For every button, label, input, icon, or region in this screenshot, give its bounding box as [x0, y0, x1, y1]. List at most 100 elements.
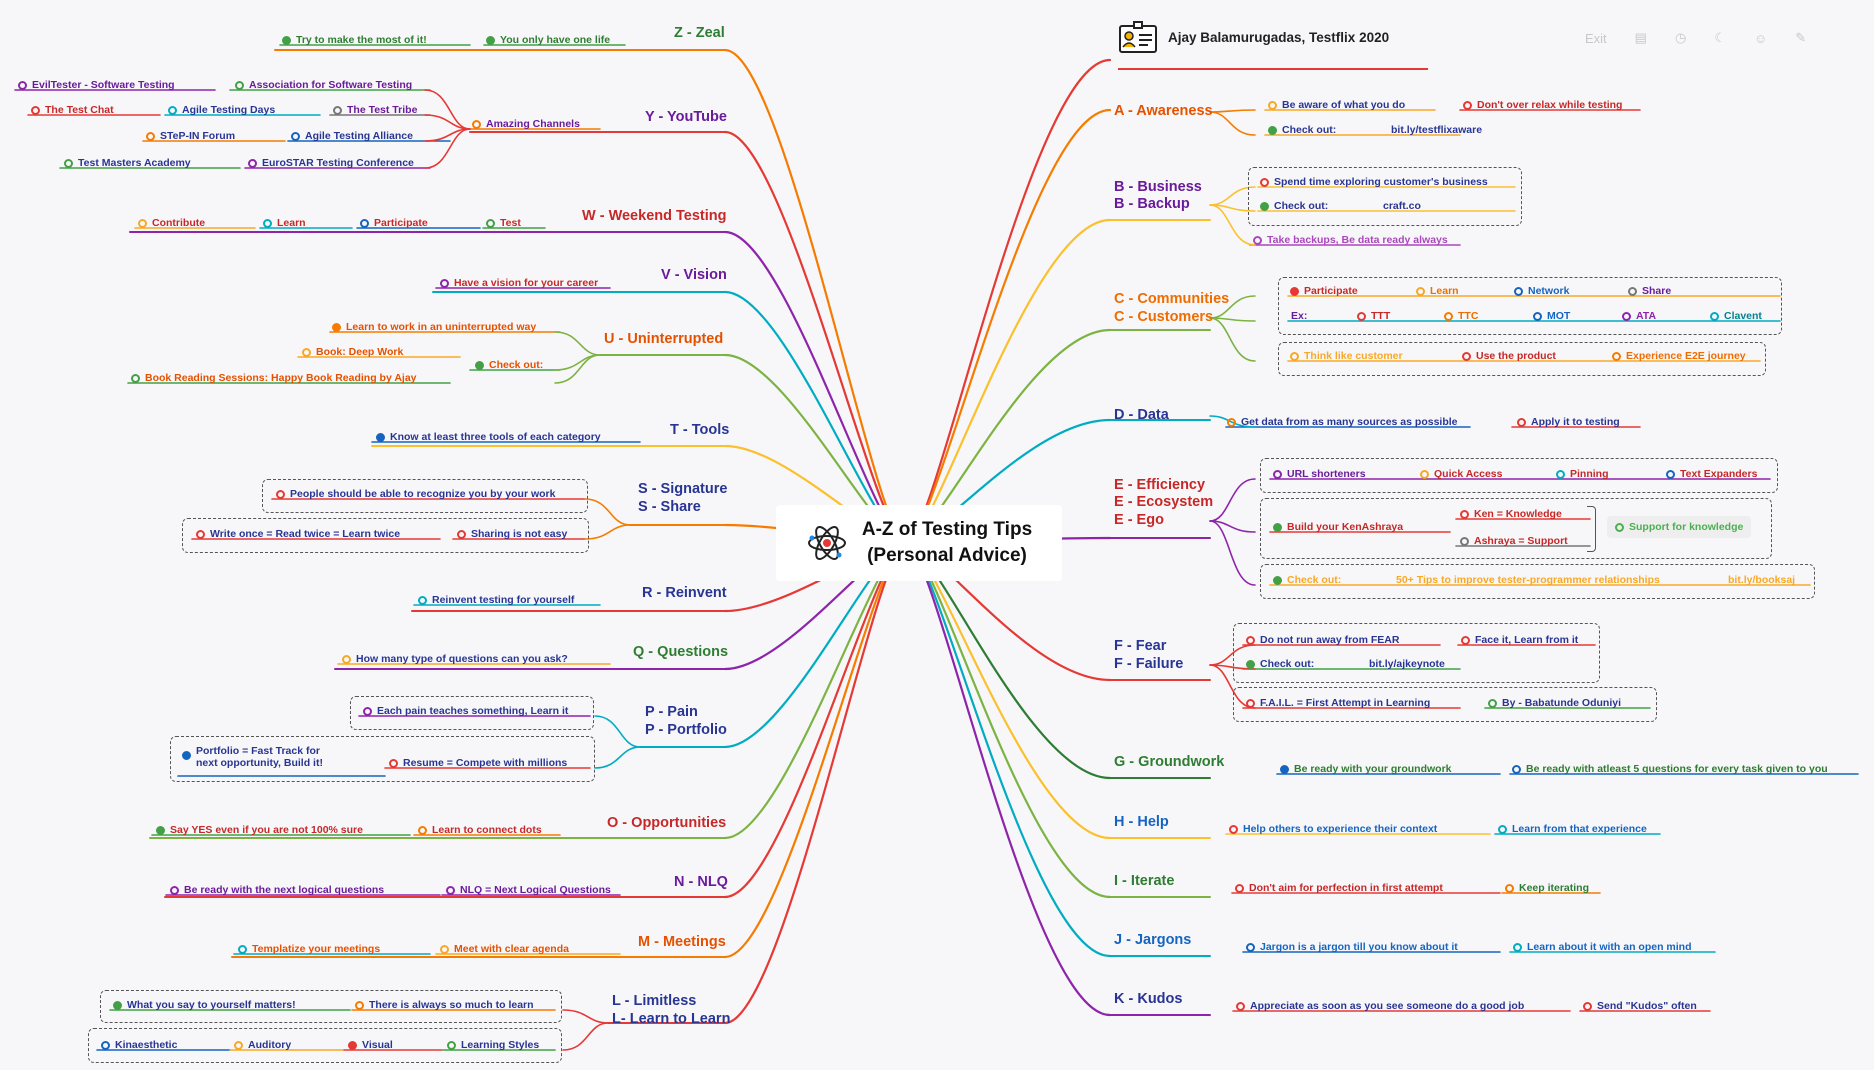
branch-e-label-1[interactable]: E - Efficiency: [1114, 477, 1206, 493]
leaf-g-2[interactable]: Be ready with atleast 5 questions for ev…: [1512, 763, 1828, 775]
leaf-r-1[interactable]: Reinvent testing for yourself: [418, 594, 574, 606]
exit-button[interactable]: Exit: [1585, 30, 1607, 46]
leaf-s-1[interactable]: People should be able to recognize you b…: [276, 488, 555, 500]
branch-s-label-1[interactable]: S - Signature: [638, 481, 728, 497]
leaf-n-1[interactable]: Be ready with the next logical questions: [170, 884, 384, 896]
leaf-n-2[interactable]: NLQ = Next Logical Questions: [446, 884, 611, 896]
leaf-o-1[interactable]: Say YES even if you are not 100% sure: [156, 824, 363, 836]
leaf-y-channels[interactable]: Amazing Channels: [472, 118, 580, 130]
leaf-b-2[interactable]: Check out:: [1260, 200, 1328, 212]
leaf-s-2[interactable]: Write once = Read twice = Learn twice: [196, 528, 400, 540]
leaf-i-2[interactable]: Keep iterating: [1505, 882, 1589, 894]
branch-k-label[interactable]: K - Kudos: [1114, 991, 1183, 1007]
leaf-y-8[interactable]: Test Masters Academy: [64, 157, 191, 169]
leaf-e-booksaj[interactable]: bit.ly/booksaj: [1728, 574, 1795, 586]
branch-l-label-1[interactable]: L - Limitless: [612, 993, 697, 1009]
leaf-a-1[interactable]: Be aware of what you do: [1268, 99, 1405, 111]
leaf-k-2[interactable]: Send "Kudos" often: [1583, 1000, 1697, 1012]
leaf-v-1[interactable]: Have a vision for your career: [440, 277, 598, 289]
leaf-y-4[interactable]: Agile Testing Days: [168, 104, 275, 116]
leaf-b-4[interactable]: Take backups, Be data ready always: [1253, 234, 1448, 246]
leaf-f-1[interactable]: Do not run away from FEAR: [1246, 634, 1399, 646]
leaf-t-1[interactable]: Know at least three tools of each catego…: [376, 431, 601, 443]
leaf-u-1[interactable]: Learn to work in an uninterrupted way: [332, 321, 536, 333]
leaf-b-1[interactable]: Spend time exploring customer's business: [1260, 176, 1488, 188]
branch-h-label[interactable]: H - Help: [1114, 814, 1169, 830]
leaf-y-3[interactable]: The Test Chat: [31, 104, 114, 116]
leaf-j-2[interactable]: Learn about it with an open mind: [1513, 941, 1692, 953]
support-for-knowledge-node[interactable]: Support for knowledge: [1607, 516, 1752, 538]
leaf-y-1[interactable]: EvilTester - Software Testing: [18, 79, 175, 91]
leaf-i-1[interactable]: Don't aim for perfection in first attemp…: [1235, 882, 1443, 894]
leaf-p-3[interactable]: Resume = Compete with millions: [389, 757, 567, 769]
branch-c-label-1[interactable]: C - Communities: [1114, 291, 1230, 307]
pin-icon[interactable]: ✎: [1795, 30, 1807, 45]
leaf-a-2[interactable]: Don't over relax while testing: [1463, 99, 1622, 111]
leaf-c-think[interactable]: Think like customer: [1290, 350, 1403, 362]
leaf-j-1[interactable]: Jargon is a jargon till you know about i…: [1246, 941, 1458, 953]
branch-i-label[interactable]: I - Iterate: [1114, 873, 1175, 889]
leaf-a-3[interactable]: Check out:: [1268, 124, 1336, 136]
leaf-e-tips[interactable]: 50+ Tips to improve tester-programmer re…: [1396, 574, 1660, 586]
leaf-c-learn[interactable]: Learn: [1416, 285, 1459, 297]
leaf-c-share[interactable]: Share: [1628, 285, 1671, 297]
branch-u-label[interactable]: U - Uninterrupted: [604, 331, 724, 347]
branch-b-label-1[interactable]: B - Business: [1114, 179, 1202, 195]
leaf-c-ttt[interactable]: TTT: [1357, 310, 1390, 322]
leaf-p-1[interactable]: Each pain teaches something, Learn it: [363, 705, 568, 717]
leaf-c-participate[interactable]: Participate: [1290, 285, 1358, 297]
leaf-y-5[interactable]: The Test Tribe: [333, 104, 417, 116]
leaf-m-2[interactable]: Meet with clear agenda: [440, 943, 569, 955]
branch-e-label-2[interactable]: E - Ecosystem: [1114, 494, 1214, 510]
leaf-o-2[interactable]: Learn to connect dots: [418, 824, 542, 836]
leaf-b-3[interactable]: craft.co: [1383, 200, 1421, 212]
branch-s-label-2[interactable]: S - Share: [638, 499, 701, 515]
leaf-s-3[interactable]: Sharing is not easy: [457, 528, 567, 540]
leaf-e-ken[interactable]: Ken = Knowledge: [1460, 508, 1562, 520]
leaf-e-url[interactable]: URL shorteners: [1273, 468, 1366, 480]
branch-l-label-2[interactable]: L- Learn to Learn: [612, 1011, 731, 1027]
branch-f-label-2[interactable]: F - Failure: [1114, 656, 1184, 672]
leaf-w-1[interactable]: Contribute: [138, 217, 205, 229]
branch-g-label[interactable]: G - Groundwork: [1114, 754, 1225, 770]
leaf-c-clavent[interactable]: Clavent: [1710, 310, 1762, 322]
leaf-l-5[interactable]: Visual: [348, 1039, 393, 1051]
leaf-y-7[interactable]: Agile Testing Alliance: [291, 130, 413, 142]
leaf-l-1[interactable]: What you say to yourself matters!: [113, 999, 296, 1011]
leaf-l-2[interactable]: There is always so much to learn: [355, 999, 534, 1011]
leaf-y-9[interactable]: EuroSTAR Testing Conference: [248, 157, 414, 169]
leaf-c-ttc[interactable]: TTC: [1444, 310, 1478, 322]
branch-z-label[interactable]: Z - Zeal: [674, 25, 725, 41]
leaf-e-text[interactable]: Text Expanders: [1666, 468, 1757, 480]
leaf-e-checkout[interactable]: Check out:: [1273, 574, 1341, 586]
leaf-w-4[interactable]: Test: [486, 217, 521, 229]
leaf-e-pinning[interactable]: Pinning: [1556, 468, 1609, 480]
leaf-f-6[interactable]: By - Babatunde Oduniyi: [1488, 697, 1621, 709]
branch-q-label[interactable]: Q - Questions: [633, 644, 729, 660]
branch-e-label-3[interactable]: E - Ego: [1114, 512, 1164, 528]
leaf-k-1[interactable]: Appreciate as soon as you see someone do…: [1236, 1000, 1524, 1012]
leaf-y-2[interactable]: Association for Software Testing: [235, 79, 412, 91]
branch-p-label-1[interactable]: P - Pain: [645, 704, 698, 720]
outline-icon[interactable]: ▤: [1634, 30, 1647, 45]
smiley-icon[interactable]: ☺: [1753, 30, 1768, 46]
leaf-l-4[interactable]: Auditory: [234, 1039, 291, 1051]
branch-f-label-1[interactable]: F - Fear: [1114, 638, 1167, 654]
branch-c-label-2[interactable]: C - Customers: [1114, 309, 1214, 325]
leaf-f-5[interactable]: F.A.I.L. = First Attempt in Learning: [1246, 697, 1430, 709]
branch-m-label[interactable]: M - Meetings: [638, 934, 726, 950]
leaf-c-use[interactable]: Use the product: [1462, 350, 1556, 362]
branch-v-label[interactable]: V - Vision: [661, 267, 727, 283]
leaf-c-e2e[interactable]: Experience E2E journey: [1612, 350, 1746, 362]
branch-w-label[interactable]: W - Weekend Testing: [582, 208, 727, 224]
leaf-g-1[interactable]: Be ready with your groundwork: [1280, 763, 1452, 775]
leaf-a-4[interactable]: bit.ly/testflixaware: [1391, 124, 1482, 136]
branch-n-label[interactable]: N - NLQ: [674, 874, 728, 890]
leaf-d-2[interactable]: Apply it to testing: [1517, 416, 1620, 428]
leaf-w-3[interactable]: Participate: [360, 217, 428, 229]
branch-o-label[interactable]: O - Opportunities: [607, 815, 727, 831]
leaf-c-ex[interactable]: Ex:: [1291, 310, 1307, 322]
leaf-y-6[interactable]: STeP-IN Forum: [146, 130, 235, 142]
leaf-h-2[interactable]: Learn from that experience: [1498, 823, 1647, 835]
leaf-f-2[interactable]: Face it, Learn from it: [1461, 634, 1578, 646]
